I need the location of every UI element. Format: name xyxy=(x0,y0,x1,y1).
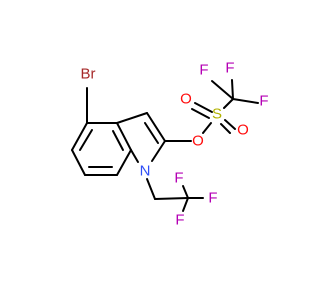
bond-c5-c4 xyxy=(71,122,88,151)
atom-f-ethyl-top: F xyxy=(174,170,183,187)
bond-c3a-c7a-double xyxy=(112,130,124,151)
bond-cf3-f-bottom xyxy=(182,197,189,212)
bond-n1-c7a xyxy=(130,149,139,163)
bond-c6-c5 xyxy=(71,149,86,176)
bond-c7a-c7 xyxy=(116,149,132,176)
bond-c3a-c3 xyxy=(116,112,148,124)
atom-f-triflyl-right: F xyxy=(259,93,268,110)
bond-cf3-f-left2 xyxy=(211,80,234,100)
bond-ch2-cf3 xyxy=(154,197,189,200)
atom-o-ester: O xyxy=(192,133,204,150)
atom-f-triflyl-left: F xyxy=(199,62,208,79)
bond-c3-c2-double xyxy=(144,122,159,144)
bond-cf3-f-right2 xyxy=(232,98,259,104)
atom-o-sulfonyl-left: O xyxy=(180,91,192,108)
bond-lines xyxy=(71,79,259,212)
atom-br: Br xyxy=(81,66,96,83)
bond-c5-c4-double xyxy=(79,129,93,151)
molecule-structure: Br N O S O O F F F F F F xyxy=(71,60,269,229)
bond-o-s xyxy=(202,122,212,134)
atom-n: N xyxy=(140,163,151,180)
bond-s-o-bottom-a xyxy=(220,123,231,134)
atom-f-ethyl-right: F xyxy=(208,190,217,207)
atom-o-sulfonyl-bottom: O xyxy=(237,122,249,139)
bond-s-o-bottom-b xyxy=(224,119,236,130)
atom-labels: Br N O S O O F F F F F F xyxy=(81,60,269,229)
atom-f-ethyl-bottom: F xyxy=(175,212,184,229)
bond-s-o-left-a xyxy=(194,102,213,113)
bond-cf3-f-top2 xyxy=(231,79,234,100)
bond-n1-ch2 xyxy=(146,178,156,200)
bond-cf3-f-top xyxy=(182,185,189,199)
bond-c2-n1 xyxy=(151,140,166,162)
bond-c3-c2 xyxy=(146,112,166,142)
bond-s-cf3 xyxy=(223,98,234,109)
bond-s-o-left-b xyxy=(191,108,210,119)
atom-s: S xyxy=(212,106,222,123)
bond-c3a-c7a xyxy=(116,122,132,151)
atom-f-triflyl-top: F xyxy=(225,60,234,77)
